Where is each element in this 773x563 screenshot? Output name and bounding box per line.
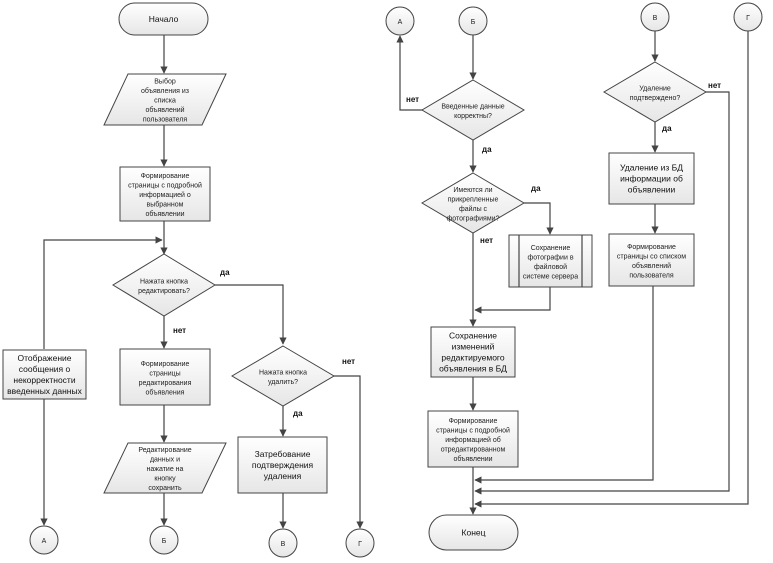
yes-label: да bbox=[293, 409, 303, 418]
error-msg-process bbox=[2, 349, 87, 400]
start-terminator bbox=[118, 2, 209, 36]
q-confirmed-decision bbox=[603, 61, 707, 123]
save-changes-process bbox=[430, 326, 516, 378]
connector-g-label: Г bbox=[358, 541, 362, 548]
q-edit-decision bbox=[112, 253, 216, 317]
yes-label: да bbox=[482, 145, 492, 154]
form-list-process bbox=[608, 233, 695, 287]
connector-v bbox=[268, 528, 298, 558]
connector-a bbox=[385, 6, 415, 36]
end-terminator bbox=[428, 514, 519, 551]
q-delete-decision bbox=[231, 345, 335, 407]
form-detail-process bbox=[119, 166, 211, 222]
connector-v-label: В bbox=[281, 541, 286, 548]
form-edit-process bbox=[119, 348, 211, 406]
form-edited-process bbox=[427, 410, 519, 468]
no-label: нет bbox=[480, 236, 493, 245]
connector-a-label: А bbox=[398, 19, 403, 26]
yes-label: да bbox=[531, 184, 541, 193]
connector-b bbox=[458, 6, 488, 36]
flow-arrow bbox=[474, 31, 749, 508]
q-photos-decision bbox=[421, 172, 525, 234]
connector-b bbox=[149, 525, 179, 555]
end-label: Конец bbox=[462, 528, 486, 538]
no-label: нет bbox=[708, 81, 721, 90]
flow-arrow bbox=[474, 286, 654, 484]
start-label: Начало bbox=[149, 14, 179, 24]
flow-arrow bbox=[474, 287, 551, 314]
no-label: нет bbox=[342, 357, 355, 366]
edit-data-io bbox=[103, 442, 227, 494]
flow-arrow bbox=[396, 35, 423, 111]
connector-g bbox=[733, 2, 763, 32]
confirm-req-process bbox=[237, 436, 328, 494]
no-label: нет bbox=[173, 326, 186, 335]
flow-arrow bbox=[524, 202, 554, 235]
yes-label: да bbox=[662, 124, 672, 133]
connector-v-label: В bbox=[653, 15, 658, 22]
connector-g-label: Г bbox=[746, 15, 750, 22]
flow-arrow bbox=[474, 91, 730, 495]
connector-a-label: А bbox=[42, 538, 47, 545]
save-photos-process bbox=[508, 234, 593, 288]
connector-v bbox=[640, 2, 670, 32]
connector-b-label: Б bbox=[162, 538, 167, 545]
connector-g bbox=[345, 528, 375, 558]
delete-db-process bbox=[608, 152, 695, 205]
yes-label: да bbox=[220, 268, 230, 277]
connector-lines bbox=[40, 31, 749, 529]
flow-arrow bbox=[334, 375, 364, 529]
select-ad-io bbox=[103, 73, 227, 126]
no-label: нет bbox=[406, 95, 419, 104]
connector-b-label: Б bbox=[471, 19, 476, 26]
flow-arrow bbox=[215, 284, 287, 345]
flow-arrow bbox=[43, 236, 163, 349]
connector-a bbox=[29, 525, 59, 555]
q-valid-decision bbox=[421, 79, 525, 141]
